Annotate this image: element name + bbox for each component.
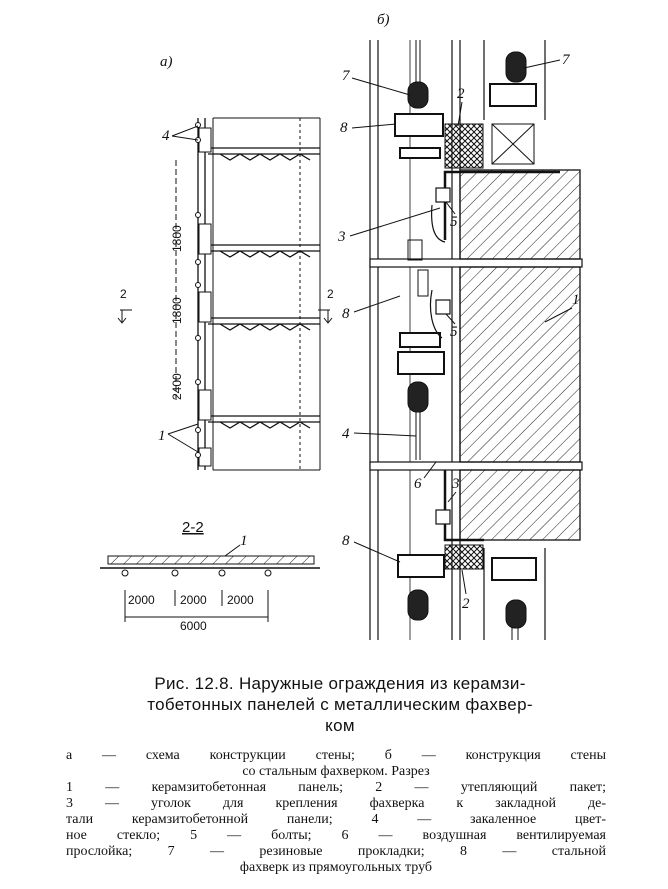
legend-line-3: 1 — керамзитобетонная панель; 2 — утепля…: [66, 780, 606, 795]
svg-text:1: 1: [572, 292, 580, 308]
joints-a: [195, 122, 212, 467]
angles: [443, 170, 560, 542]
svg-text:2: 2: [120, 287, 127, 301]
figure-drawing: а): [100, 12, 583, 640]
caption-line-1: Рис. 12.8. Наружные ограждения из керамз…: [154, 674, 526, 693]
svg-text:2: 2: [327, 287, 334, 301]
section-2-2-plan: 1: [100, 533, 320, 577]
legend-line-5: тали керамзитобетонной панели; 4 — закал…: [66, 812, 606, 827]
panel-a: а): [100, 54, 334, 633]
callouts-b: 7 7 2 8 3 5 8 5 1 4 6 3 8 2: [337, 52, 580, 612]
glass: [407, 40, 519, 640]
svg-text:2000: 2000: [227, 593, 254, 607]
svg-text:8: 8: [342, 306, 350, 322]
figure-legend: а — схема конструкции стены; б — констру…: [66, 748, 606, 876]
figure-caption: Рис. 12.8. Наружные ограждения из керамз…: [40, 673, 640, 736]
svg-text:8: 8: [340, 120, 348, 136]
svg-text:1: 1: [158, 428, 166, 444]
dim-vertical-a: 1800 1800 2400: [170, 160, 184, 400]
steel-tubes: [394, 83, 537, 581]
panel-b: б): [337, 12, 583, 640]
callout-4-a: 4: [162, 125, 199, 144]
section-label: 2-2: [182, 519, 204, 536]
legend-line-8: фахверк из прямоугольных труб: [239, 860, 433, 875]
panel-outlines-a: [213, 117, 321, 471]
panel-b-label: б): [377, 12, 390, 28]
svg-text:4: 4: [342, 426, 350, 442]
svg-text:2400: 2400: [170, 373, 184, 400]
svg-text:4: 4: [162, 128, 170, 144]
legend-line-6: ное стекло; 5 — болты; 6 — воздушная вен…: [66, 828, 606, 843]
svg-text:6: 6: [414, 476, 422, 492]
caption-line-3: ком: [325, 716, 355, 735]
callout-1-a: 1: [158, 423, 199, 453]
svg-text:1800: 1800: [170, 297, 184, 324]
dim-horizontal-a: 2000 2000 2000 6000: [124, 590, 269, 633]
gaskets: [407, 51, 527, 629]
concrete-panels: [459, 169, 581, 541]
caption-line-2: тобетонных панелей с металлическим фахве…: [147, 695, 533, 714]
section-marks: 2 2: [117, 287, 334, 324]
rails-a: [208, 147, 320, 429]
svg-text:2000: 2000: [128, 593, 155, 607]
legend-line-4: 3 — уголок для крепления фахверка к закл…: [66, 796, 606, 811]
bolts: [429, 187, 451, 525]
svg-text:7: 7: [342, 68, 351, 84]
svg-text:7: 7: [562, 52, 571, 68]
svg-text:8: 8: [342, 533, 350, 549]
legend-line-7: прослойка; 7 — резиновые прокладки; 8 — …: [66, 844, 606, 859]
svg-text:6000: 6000: [180, 619, 207, 633]
panel-a-label: а): [160, 54, 173, 70]
svg-text:2: 2: [462, 596, 470, 612]
legend-line-2: со стальным фахверком. Разрез: [242, 764, 430, 779]
legend-line-1: а — схема конструкции стены; б — констру…: [66, 748, 606, 763]
svg-text:3: 3: [451, 476, 460, 492]
svg-text:1800: 1800: [170, 225, 184, 252]
svg-text:2: 2: [457, 86, 465, 102]
svg-text:5: 5: [450, 324, 458, 340]
svg-text:5: 5: [450, 214, 458, 230]
svg-text:1: 1: [240, 533, 248, 549]
svg-text:3: 3: [337, 229, 346, 245]
svg-text:2000: 2000: [180, 593, 207, 607]
insulation: [444, 123, 535, 570]
